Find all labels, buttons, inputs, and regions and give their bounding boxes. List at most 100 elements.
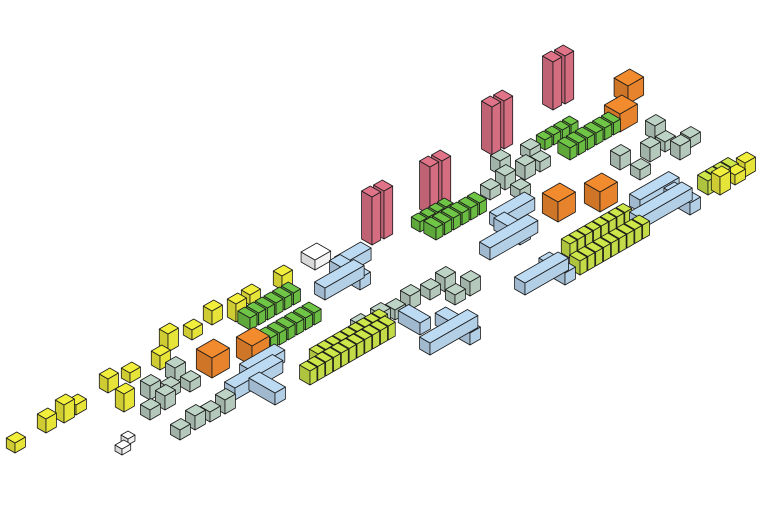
building-block-yellow — [5, 431, 26, 454]
top-face — [557, 136, 578, 149]
building-block-orange — [195, 338, 230, 379]
top-face — [36, 407, 57, 420]
building-block-gray — [610, 144, 631, 171]
top-face — [568, 230, 586, 240]
top-face — [542, 50, 563, 63]
building-block-gray — [515, 154, 536, 181]
building-block-gray — [670, 134, 691, 161]
top-face — [371, 308, 389, 319]
top-face — [284, 311, 305, 324]
building-block-gray — [420, 278, 441, 301]
building-block-yellow — [150, 344, 171, 371]
top-face — [272, 264, 293, 277]
top-face — [324, 335, 342, 346]
top-face — [200, 400, 221, 413]
top-face — [510, 178, 531, 191]
top-face — [275, 316, 296, 329]
top-face — [322, 347, 341, 358]
top-face — [419, 207, 437, 218]
top-face — [332, 331, 349, 341]
top-face — [592, 116, 613, 129]
top-face — [603, 94, 638, 115]
top-face — [292, 306, 313, 319]
top-face — [158, 322, 179, 335]
top-face — [363, 313, 381, 323]
top-face — [515, 154, 536, 167]
top-face — [608, 228, 627, 239]
building-block-blue — [248, 371, 286, 406]
building-block-green — [557, 136, 578, 161]
top-face — [710, 165, 731, 178]
top-face — [306, 356, 326, 367]
top-face — [5, 431, 26, 444]
building-block-yellow — [98, 367, 119, 394]
building-block-lime — [299, 360, 318, 386]
top-face — [170, 418, 191, 431]
building-block-gray — [155, 384, 176, 411]
top-face — [114, 382, 135, 395]
top-face — [165, 356, 186, 369]
top-face — [195, 338, 230, 359]
top-face — [330, 342, 349, 354]
building-block-gray — [180, 370, 201, 393]
top-face — [410, 212, 428, 223]
top-face — [615, 203, 633, 213]
building-block-gray — [640, 136, 661, 163]
top-face — [182, 318, 203, 331]
top-face — [355, 317, 373, 328]
top-face — [155, 384, 176, 397]
top-face — [140, 398, 161, 411]
top-face — [541, 182, 576, 203]
top-face — [180, 370, 201, 383]
building-block-yellow — [710, 165, 731, 196]
top-face — [535, 130, 553, 141]
top-face — [400, 284, 421, 297]
building-block-yellow — [114, 382, 135, 413]
top-face — [479, 214, 539, 249]
building-block-green — [535, 130, 553, 151]
top-face — [600, 111, 621, 124]
building-block-lime — [623, 219, 643, 244]
top-face — [240, 283, 261, 296]
right-face — [503, 95, 514, 150]
building-block-gray — [630, 158, 651, 181]
top-face — [480, 178, 501, 191]
top-face — [460, 270, 481, 283]
top-face — [445, 283, 466, 296]
building-block-yellow — [120, 361, 141, 384]
top-face — [235, 326, 270, 347]
top-face — [377, 315, 396, 327]
top-face — [140, 374, 161, 387]
top-face — [314, 351, 334, 363]
building-block-gray — [140, 398, 161, 421]
top-face — [215, 388, 236, 401]
top-face — [576, 246, 596, 257]
top-face — [246, 301, 267, 314]
top-face — [340, 326, 357, 337]
top-face — [600, 212, 617, 222]
top-face — [120, 361, 141, 374]
top-face — [224, 354, 284, 389]
top-face — [735, 151, 756, 164]
building-block-gray — [445, 283, 466, 306]
top-face — [600, 232, 619, 244]
top-face — [346, 333, 365, 345]
top-face — [630, 158, 651, 171]
building-block-blue — [514, 251, 569, 296]
right-face — [491, 101, 502, 156]
building-block-yellow — [158, 322, 179, 353]
top-face — [254, 296, 275, 309]
building-block-tower — [419, 155, 440, 216]
top-face — [576, 225, 594, 236]
top-face — [272, 286, 293, 299]
top-face — [629, 171, 680, 201]
top-face — [385, 298, 406, 311]
top-face — [226, 292, 247, 305]
building-block-blue — [419, 309, 479, 356]
building-block-tower — [542, 50, 563, 111]
top-face — [308, 344, 326, 355]
top-face — [592, 237, 611, 248]
top-face — [640, 136, 661, 149]
top-face — [481, 95, 502, 108]
building-block-gray — [480, 178, 501, 201]
